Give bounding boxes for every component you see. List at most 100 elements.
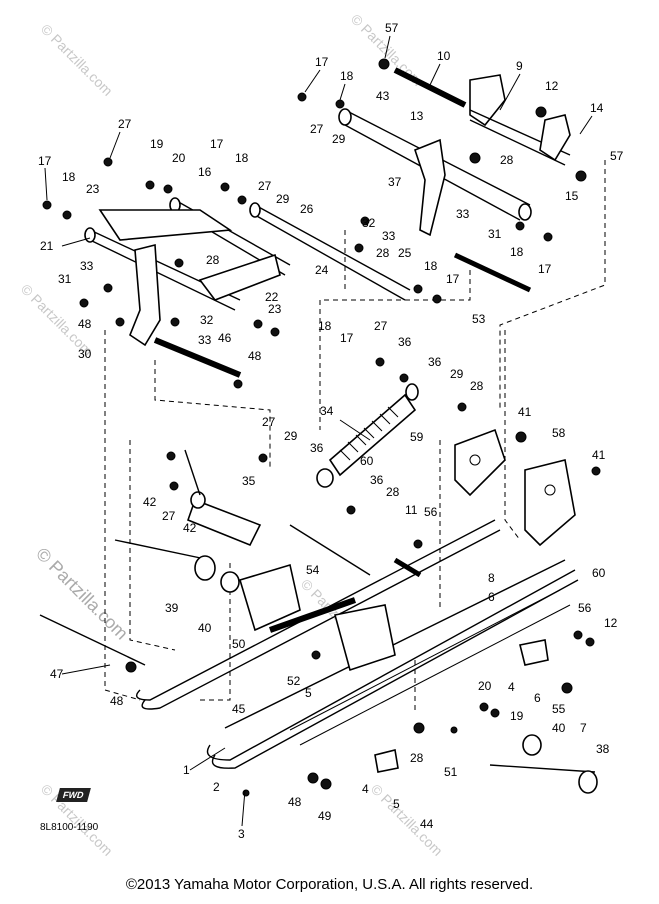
callout-label: 29 [284, 429, 298, 443]
callout-label: 28 [206, 253, 220, 267]
callout-label: 60 [592, 566, 606, 580]
callout-label: 28 [386, 485, 400, 499]
callout-label: 18 [340, 69, 354, 83]
callout-label: 28 [470, 379, 484, 393]
callout-label: 7 [580, 721, 587, 735]
callout-label: 33 [80, 259, 94, 273]
callout-label: 29 [276, 192, 290, 206]
callout-label: 27 [258, 179, 272, 193]
callout-label: 8 [488, 571, 495, 585]
callout-label: 48 [288, 795, 302, 809]
callout-label: 36 [428, 355, 442, 369]
callout-label: 24 [315, 263, 329, 277]
callout-label: 56 [578, 601, 592, 615]
callout-label: 34 [320, 404, 334, 418]
callout-label: 30 [78, 347, 92, 361]
callout-label: 42 [143, 495, 157, 509]
callout-label: 6 [488, 590, 495, 604]
callout-label: 12 [545, 79, 559, 93]
callout-label: 48 [78, 317, 92, 331]
callout-label: 58 [552, 426, 566, 440]
callout-label: 29 [450, 367, 464, 381]
callout-label: 32 [362, 216, 376, 230]
callout-label: 17 [538, 262, 552, 276]
watermark-text: © Partzilla.com [368, 781, 446, 859]
callout-labels: 57 10 9 12 14 57 17 18 43 13 27 29 28 37… [38, 21, 624, 841]
callout-label: 18 [424, 259, 438, 273]
callout-label: 40 [198, 621, 212, 635]
callout-label: 26 [300, 202, 314, 216]
callout-label: 19 [150, 137, 164, 151]
callout-label: 1 [183, 763, 190, 777]
callout-label: 33 [382, 229, 396, 243]
torsion-springs [114, 539, 598, 794]
callout-label: 5 [393, 797, 400, 811]
callout-label: 27 [118, 117, 132, 131]
callout-label: 11 [405, 503, 418, 517]
callout-label: 55 [552, 702, 566, 716]
callout-label: 38 [596, 742, 610, 756]
callout-label: 21 [40, 239, 54, 253]
callout-label: 18 [235, 151, 249, 165]
callout-label: 41 [592, 448, 606, 462]
callout-label: 44 [420, 817, 434, 831]
callout-label: 47 [50, 667, 64, 681]
callout-label: 20 [478, 679, 492, 693]
callout-label: 20 [172, 151, 186, 165]
callout-label: 13 [410, 109, 424, 123]
callout-label: 59 [410, 430, 424, 444]
callout-label: 17 [210, 137, 224, 151]
slide-rails [39, 519, 579, 773]
callout-label: 57 [385, 21, 399, 35]
callout-label: 33 [456, 207, 470, 221]
callout-label: 50 [232, 637, 246, 651]
callout-label: 6 [534, 691, 541, 705]
callout-label: 12 [604, 616, 618, 630]
callout-label: 15 [565, 189, 579, 203]
fwd-badge: FWD [56, 788, 91, 802]
callout-label: 56 [424, 505, 438, 519]
callout-label: 49 [318, 809, 332, 823]
callout-label: 29 [332, 132, 346, 146]
callout-label: 45 [232, 702, 246, 716]
callout-label: 27 [310, 122, 324, 136]
callout-label: 17 [315, 55, 329, 69]
brackets [454, 428, 576, 547]
reference-code: 8L8100-1190 [40, 822, 99, 833]
callout-label: 36 [310, 441, 324, 455]
callout-label: 4 [508, 680, 515, 694]
callout-label: 60 [360, 454, 374, 468]
callout-label: 9 [516, 59, 523, 73]
callout-label: 10 [437, 49, 451, 63]
callout-label: 16 [198, 165, 212, 179]
callout-label: 43 [376, 89, 390, 103]
callout-label: 18 [318, 319, 332, 333]
shock-absorbers [184, 383, 419, 547]
callout-label: 32 [200, 313, 214, 327]
hardware [42, 58, 601, 797]
assembly-guides [104, 160, 606, 710]
callout-label: 3 [238, 827, 245, 841]
callout-label: 17 [340, 331, 354, 345]
callout-label: 23 [268, 302, 282, 316]
copyright-notice: ©2013 Yamaha Motor Corporation, U.S.A. A… [125, 876, 534, 893]
callout-label: 14 [590, 101, 604, 115]
callout-label: 31 [488, 227, 502, 241]
callout-label: 57 [610, 149, 624, 163]
callout-label: 28 [376, 246, 390, 260]
callout-label: 5 [305, 686, 312, 700]
callout-label: 31 [58, 272, 72, 286]
callout-label: 23 [86, 182, 100, 196]
callout-label: 37 [388, 175, 402, 189]
watermark-text: © Partzilla.com [32, 544, 132, 644]
rear-arm-assembly [249, 67, 571, 301]
callout-label: 36 [370, 473, 384, 487]
callout-label: 4 [362, 782, 369, 796]
callout-label: 48 [110, 694, 124, 708]
callout-label: 19 [510, 709, 524, 723]
callout-label: 18 [62, 170, 76, 184]
callout-label: 53 [472, 312, 486, 326]
callout-label: 42 [183, 521, 197, 535]
callout-label: 35 [242, 474, 256, 488]
callout-label: 46 [218, 331, 232, 345]
